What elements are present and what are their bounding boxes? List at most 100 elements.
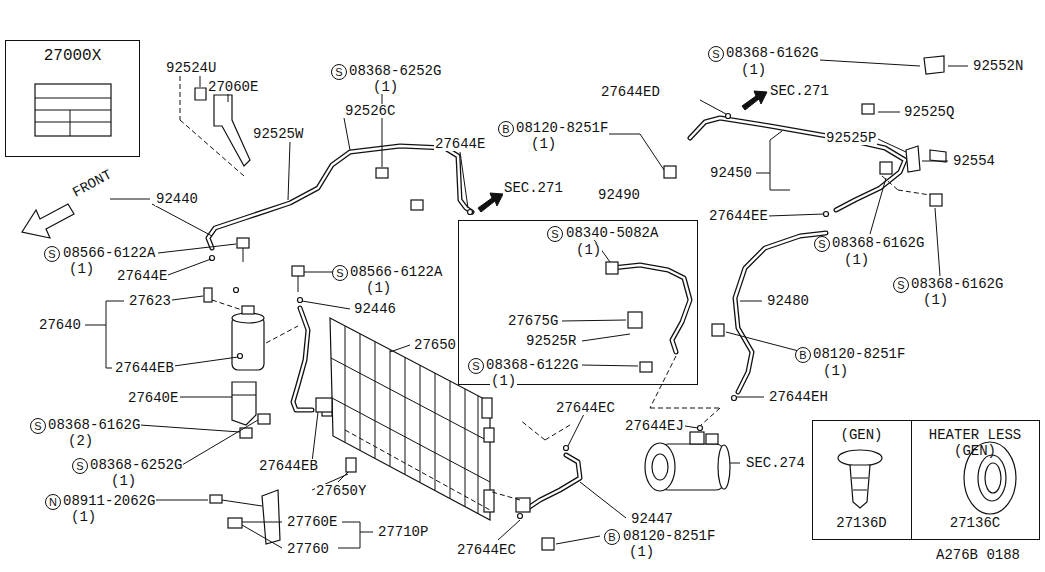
brackets-and-bolts-part xyxy=(880,162,892,174)
leader-lines-part xyxy=(360,522,361,548)
label-sticker-part xyxy=(35,110,111,111)
callout-number: 27644EE xyxy=(708,209,769,223)
condenser-part xyxy=(331,358,490,442)
clip-and-grommet-part xyxy=(978,455,1006,501)
brackets-and-bolts-part xyxy=(862,104,874,114)
receiver-drier-part xyxy=(232,395,256,396)
callout-number: 92554 xyxy=(952,154,996,168)
leader-lines-part xyxy=(498,520,520,540)
brackets-and-bolts-part xyxy=(411,200,423,210)
leader-lines-part xyxy=(106,301,124,302)
callout-number: (1) xyxy=(110,474,137,488)
refrigerant-pipes-part xyxy=(293,308,312,410)
part-number: 27136C xyxy=(912,515,1038,531)
leader-lines-part xyxy=(870,178,886,234)
callout-number: 08120-8251F xyxy=(812,347,906,361)
leader-lines-part xyxy=(460,152,468,208)
condenser-part xyxy=(375,342,376,458)
callout-number: 27650Y xyxy=(315,484,367,498)
leader-lines-part xyxy=(545,425,570,440)
brackets-and-bolts-part xyxy=(376,168,388,178)
callout-number: (1) xyxy=(922,293,949,307)
callout-number: SEC.271 xyxy=(503,181,564,195)
compressor-part xyxy=(645,443,675,491)
callout-number: 92450 xyxy=(709,166,753,180)
leader-lines-part xyxy=(156,500,208,501)
callout-number: 27650 xyxy=(413,338,457,352)
leader-lines-part xyxy=(770,190,790,191)
o-rings xyxy=(210,114,829,519)
leader-lines-part xyxy=(228,94,229,102)
leader-lines-part xyxy=(582,334,630,341)
callout-number: 27640E xyxy=(127,391,179,405)
brackets-and-bolts-part xyxy=(484,428,494,442)
leader-lines-part xyxy=(700,100,726,114)
brackets-and-bolts-part xyxy=(210,495,222,503)
clip-and-grommet-part xyxy=(838,450,882,466)
callout-number: 92525Q xyxy=(903,105,955,119)
box-heading: 92490 xyxy=(589,187,649,203)
leader-lines-part xyxy=(737,397,764,398)
refrigerant-pipes-part xyxy=(528,455,580,508)
brackets-and-bolts-part xyxy=(258,414,270,424)
leader-lines-part xyxy=(580,482,626,518)
leader-lines-part xyxy=(562,320,626,321)
leader-lines-part xyxy=(172,296,203,300)
leader-lines-part xyxy=(650,408,720,409)
circled-prefix: S xyxy=(708,46,724,62)
callout-number: (1) xyxy=(372,80,399,94)
callout-number: 27644EB xyxy=(114,361,175,375)
receiver-drier-part xyxy=(204,288,212,302)
brackets-and-bolts-part xyxy=(640,362,652,372)
callout-number: 27760 xyxy=(286,542,330,556)
brackets-and-bolts-part xyxy=(516,498,530,512)
o-rings-part xyxy=(468,210,473,215)
box-heading: HEATER LESS (GEN) xyxy=(912,427,1038,459)
o-rings-part xyxy=(238,354,243,359)
callout-number: 08120-8251F xyxy=(515,121,609,135)
brackets-and-bolts-part xyxy=(346,458,356,472)
leader-lines-part xyxy=(390,345,410,352)
inset-box: (GEN)27136D xyxy=(812,420,912,540)
callout-number: 92440 xyxy=(155,192,199,206)
leader-lines-part xyxy=(180,397,232,398)
leader-lines-part xyxy=(700,408,720,426)
leader-lines-part xyxy=(288,142,290,200)
callout-number: (1) xyxy=(628,545,655,559)
callout-number: 92525R xyxy=(525,334,577,348)
callout-number: 92480 xyxy=(766,294,810,308)
callout-number: 08340-5082A xyxy=(565,226,659,240)
callout-number: 08368-6252G xyxy=(348,64,442,78)
callout-number: 08368-6162G xyxy=(47,418,141,432)
leader-lines-part xyxy=(520,420,545,440)
condenser-part xyxy=(390,350,391,466)
leader-lines-part xyxy=(180,120,244,176)
refrigerant-pipes-part xyxy=(612,265,690,352)
callout-number: 92525P xyxy=(825,131,877,145)
receiver-drier xyxy=(204,288,298,425)
callout-number: (1) xyxy=(530,137,557,151)
callout-number: (1) xyxy=(365,281,392,295)
label-sticker-part xyxy=(70,110,71,136)
leader-lines-part xyxy=(158,244,236,253)
circled-prefix: B xyxy=(498,121,514,137)
leader-lines-part xyxy=(106,301,107,368)
leader-lines-part xyxy=(110,199,150,200)
receiver-drier-part xyxy=(212,300,242,310)
direction-arrows xyxy=(22,91,767,238)
callout-number: (1) xyxy=(490,374,517,388)
leader-lines-part xyxy=(222,500,262,506)
refrigerant-pipes-part xyxy=(293,308,312,410)
receiver-drier-part xyxy=(242,306,254,314)
inset-box: 27000X xyxy=(5,40,140,157)
leader-lines-part xyxy=(878,139,906,152)
circled-prefix: S xyxy=(72,458,88,474)
leader-lines-part xyxy=(338,472,348,482)
direction-label: FRONT xyxy=(69,167,114,200)
refrigerant-pipes-part xyxy=(528,455,580,508)
callout-number: 92526C xyxy=(344,104,396,118)
clip-and-grommet-part xyxy=(985,463,1001,493)
callout-number: 27644EJ xyxy=(624,419,685,433)
condenser-part xyxy=(345,430,490,510)
